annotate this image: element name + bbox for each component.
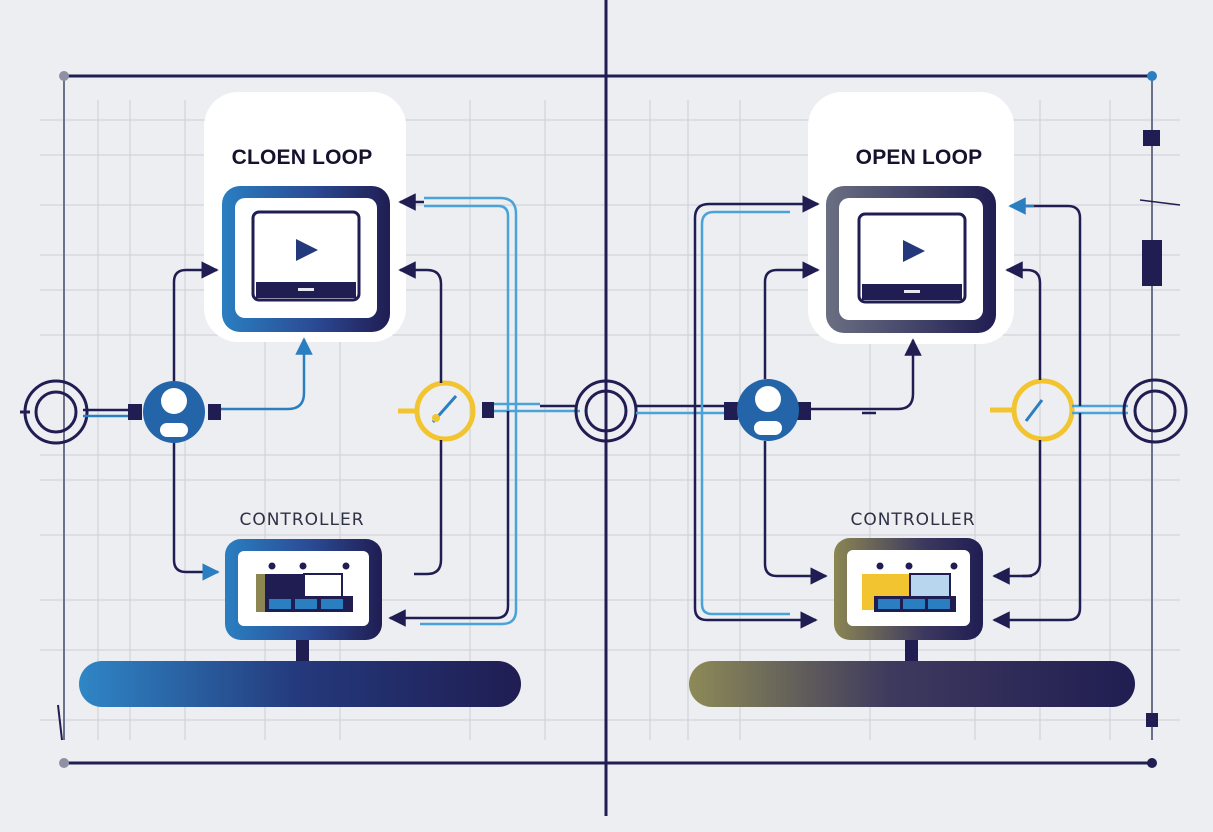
- right-panel: [689, 92, 1188, 707]
- left-controller-label: CONTROLLER: [239, 510, 365, 530]
- monitor-play-icon: [222, 186, 390, 332]
- controller-panel-icon: [834, 538, 983, 640]
- left-panel-title: CLOEN LOOP: [231, 146, 373, 169]
- right-controller-label: CONTROLLER: [850, 510, 976, 530]
- right-base-bar: [689, 661, 1135, 707]
- sensor-node-icon: [724, 379, 811, 441]
- frame-lines: [57, 0, 1181, 816]
- left-base-bar: [79, 661, 521, 707]
- right-panel-title: OPEN LOOP: [855, 146, 983, 169]
- gauge-icon: [990, 378, 1075, 442]
- sensor-node-icon: [143, 381, 221, 443]
- ring-connector-icon: [1122, 378, 1188, 444]
- left-panel: [20, 92, 738, 707]
- gauge-icon: [398, 380, 494, 442]
- controller-panel-icon: [225, 539, 382, 640]
- center-ring-connector-icon: [540, 379, 738, 443]
- right-connectors: [693, 195, 1082, 629]
- left-connectors: [172, 193, 580, 627]
- monitor-play-icon: [826, 186, 996, 333]
- ring-connector-icon: [20, 379, 89, 445]
